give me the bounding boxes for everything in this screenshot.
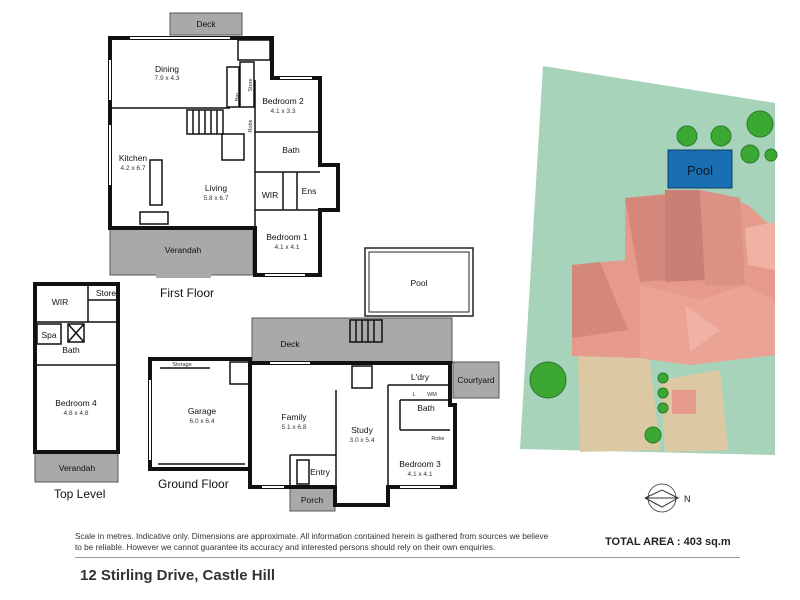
roof bbox=[572, 190, 775, 414]
l-label: L bbox=[412, 392, 415, 398]
wm-label: WM bbox=[427, 392, 437, 398]
shower-x bbox=[67, 323, 85, 343]
laundry-label: L'dry bbox=[411, 372, 430, 382]
ground-floor-stairs bbox=[229, 319, 383, 485]
first-floor-verandah-step bbox=[156, 268, 211, 278]
property-address: 12 Stirling Drive, Castle Hill bbox=[80, 567, 276, 584]
compass-north-label: N bbox=[684, 494, 691, 504]
robe-label: Robe bbox=[248, 119, 254, 132]
ground-floor-title: Ground Floor bbox=[158, 477, 229, 491]
ground-robe-label: Robe bbox=[431, 436, 444, 442]
bedroom4-dim: 4.8 x 4.8 bbox=[64, 410, 89, 417]
entry-label: Entry bbox=[310, 467, 331, 477]
ens-label: Ens bbox=[302, 186, 317, 196]
bedroom1-dim: 4.1 x 4.1 bbox=[275, 244, 300, 251]
ground-bath-label: Bath bbox=[417, 403, 435, 413]
garage-dim: 6.0 x 6.4 bbox=[190, 418, 215, 425]
study-label: Study bbox=[351, 425, 373, 435]
family-label: Family bbox=[281, 412, 307, 422]
top-level-plan: Verandah WIR Store Spa Bath Bedroom 4 4.… bbox=[33, 282, 120, 501]
ground-floor-plan: Pool Deck Courtyard Porch Storage Garage… bbox=[148, 247, 500, 512]
porch-label: Porch bbox=[301, 495, 323, 505]
first-floor-stairs bbox=[186, 39, 271, 161]
dining-label: Dining bbox=[155, 64, 179, 74]
spa-label: Spa bbox=[41, 330, 56, 340]
ground-deck bbox=[251, 317, 453, 364]
top-level-verandah bbox=[34, 451, 119, 483]
ground-deck-label: Deck bbox=[280, 339, 300, 349]
study-dim: 3.0 x 5.4 bbox=[350, 437, 375, 444]
bedroom2-label: Bedroom 2 bbox=[262, 96, 304, 106]
top-level-verandah-label: Verandah bbox=[59, 463, 96, 473]
tree-icon bbox=[529, 110, 778, 444]
kitchen-dim: 4.2 x 6.7 bbox=[121, 165, 146, 172]
top-level-title: Top Level bbox=[54, 487, 105, 501]
first-floor-deck-label: Deck bbox=[196, 19, 216, 29]
family-dim: 5.1 x 6.8 bbox=[282, 424, 307, 431]
driveway bbox=[578, 345, 660, 452]
spa-tub bbox=[36, 323, 62, 345]
north-compass-icon: N bbox=[644, 483, 691, 513]
store-closet bbox=[239, 61, 255, 108]
first-floor-title: First Floor bbox=[160, 286, 214, 300]
first-floor-deck bbox=[169, 12, 243, 36]
first-floor-verandah bbox=[109, 227, 254, 276]
top-store-label: Store bbox=[96, 288, 117, 298]
shower bbox=[67, 323, 85, 343]
wir-label: WIR bbox=[262, 190, 279, 200]
ground-pool bbox=[364, 247, 474, 317]
bedroom3-label: Bedroom 3 bbox=[399, 459, 441, 469]
first-floor-verandah-label: Verandah bbox=[165, 245, 202, 255]
living-dim: 5.8 x 6.7 bbox=[204, 195, 229, 202]
bedroom1-label: Bedroom 1 bbox=[266, 232, 308, 242]
pool-edge bbox=[368, 251, 470, 313]
ground-pool-label: Pool bbox=[410, 278, 427, 288]
disclaimer-text: Scale in metres. Indicative only. Dimens… bbox=[75, 532, 549, 552]
living-label: Living bbox=[205, 183, 227, 193]
first-floor-plan: Deck Verandah bbox=[108, 12, 340, 300]
bar-label: Bar bbox=[235, 93, 241, 102]
storage-label: Storage bbox=[172, 362, 191, 368]
top-bath-label: Bath bbox=[62, 345, 80, 355]
bedroom2-dim: 4.1 x 3.3 bbox=[271, 108, 296, 115]
site-pool bbox=[667, 149, 733, 189]
bedroom3-dim: 4.1 x 4.1 bbox=[408, 471, 433, 478]
top-wir-label: WIR bbox=[52, 297, 69, 307]
site-plan: Pool bbox=[520, 66, 778, 455]
kitchen-island bbox=[149, 159, 163, 206]
bar-counter bbox=[226, 66, 240, 108]
total-area: TOTAL AREA : 403 sq.m bbox=[605, 536, 731, 548]
footer-divider bbox=[75, 557, 740, 558]
courtyard-label: Courtyard bbox=[457, 375, 495, 385]
store-label: Store bbox=[248, 78, 254, 91]
garage-label: Garage bbox=[188, 406, 217, 416]
kitchen-label: Kitchen bbox=[119, 153, 148, 163]
courtyard bbox=[452, 361, 500, 399]
kitchen-sink bbox=[139, 211, 169, 225]
bath-label: Bath bbox=[282, 145, 300, 155]
bedroom4-label: Bedroom 4 bbox=[55, 398, 97, 408]
dining-dim: 7.9 x 4.3 bbox=[155, 75, 180, 82]
site-pool-label: Pool bbox=[687, 163, 713, 178]
top-level-outline bbox=[33, 282, 120, 454]
